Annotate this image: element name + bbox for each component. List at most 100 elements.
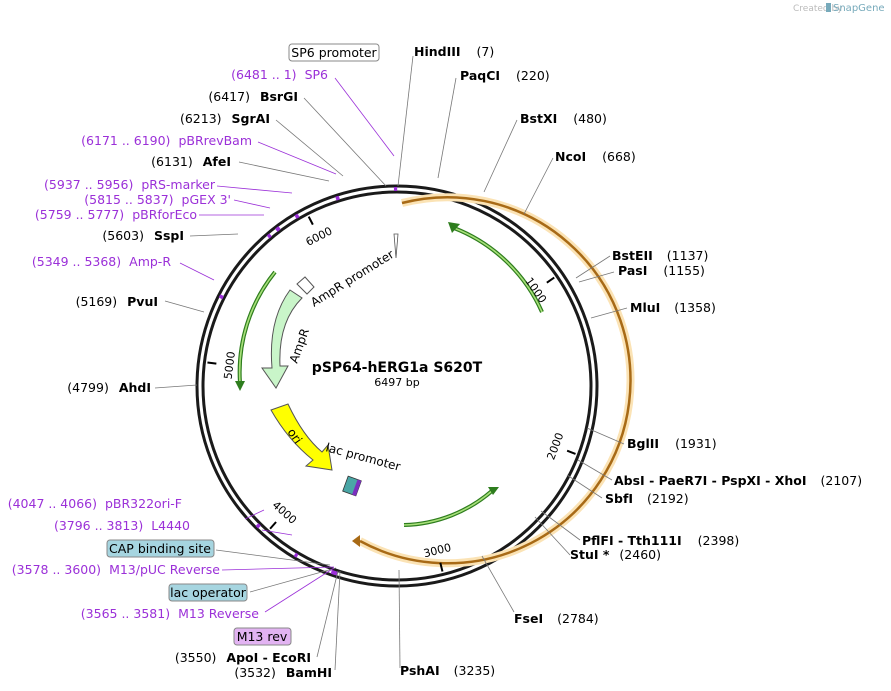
svg-text:(3565 .. 3581)M13 Reverse: (3565 .. 3581)M13 Reverse <box>81 606 259 621</box>
primer-l4440[interactable]: L4440 <box>151 518 190 533</box>
enzyme-afei[interactable]: AfeI <box>203 154 231 169</box>
cap-binding-site-label: CAP binding site <box>109 541 211 556</box>
tick-label: 4000 <box>270 499 300 527</box>
plasmid-size: 6497 bp <box>374 376 419 389</box>
tick-label: 5000 <box>222 351 238 380</box>
svg-text:(3532)BamHI: (3532)BamHI <box>234 665 332 680</box>
primer-mark <box>335 195 340 201</box>
primer-pbrforeco[interactable]: pBRforEco <box>132 207 197 222</box>
ampr-arrow <box>261 289 303 389</box>
enzyme-bsrgi[interactable]: BsrGI <box>260 89 298 104</box>
svg-text:(5169)PvuI: (5169)PvuI <box>76 294 158 309</box>
enzyme-paqci[interactable]: PaqCI <box>460 68 500 83</box>
tick-mark <box>439 562 444 572</box>
svg-text:HindIII(7): HindIII(7) <box>414 44 494 59</box>
tick-mark <box>566 449 576 455</box>
enzyme-bstxi[interactable]: BstXI <box>520 111 557 126</box>
enzyme-mlui[interactable]: MluI <box>630 300 660 315</box>
lac-promoter-label: lac promoter <box>324 440 402 473</box>
m13-rev-box[interactable] <box>233 627 292 646</box>
tick-mark <box>307 216 314 226</box>
primer-sp6[interactable]: SP6 <box>305 67 328 82</box>
svg-text:(5603)SspI: (5603)SspI <box>102 228 184 243</box>
enzyme-bamhi[interactable]: BamHI <box>286 665 332 680</box>
ampr-label: AmpR <box>287 327 312 365</box>
primer-marks <box>218 186 398 576</box>
primer-mark <box>330 569 336 575</box>
leader-lines <box>154 55 628 671</box>
lac-operator-box[interactable] <box>168 583 248 602</box>
svg-text:(5759 .. 5777)pBRforEco: (5759 .. 5777)pBRforEco <box>35 207 197 222</box>
svg-text:BstXI(480): BstXI(480) <box>520 111 607 126</box>
svg-text:(6171 .. 6190)pBRrevBam: (6171 .. 6190)pBRrevBam <box>81 133 252 148</box>
svg-text:(3796 .. 3813)L4440: (3796 .. 3813)L4440 <box>54 518 190 533</box>
svg-text:FseI(2784): FseI(2784) <box>514 611 599 626</box>
sp6-promoter-shape <box>393 233 399 259</box>
svg-text:(6213)SgrAI: (6213)SgrAI <box>180 111 270 126</box>
tick-label: 3000 <box>422 541 452 560</box>
tick-mark <box>546 276 555 284</box>
tick-label: 1000 <box>522 275 549 305</box>
enzyme-pshai[interactable]: PshAI <box>400 663 440 678</box>
enzyme-pvui[interactable]: PvuI <box>127 294 158 309</box>
enzyme-bsteii[interactable]: BstEII <box>612 248 653 263</box>
enzyme-absi-group[interactable]: AbsI - PaeR7I - PspXI - XhoI <box>614 473 807 488</box>
svg-text:(5937 .. 5956)pRS-marker: (5937 .. 5956)pRS-marker <box>44 177 216 192</box>
orf-arrow-3-fill <box>238 271 276 384</box>
primer-mark <box>294 213 300 219</box>
insert-arrowhead <box>352 535 360 547</box>
primer-prs-marker[interactable]: pRS-marker <box>141 177 216 192</box>
primer-mark <box>266 233 272 239</box>
tick-mark <box>269 521 277 530</box>
enzyme-bglii[interactable]: BglII <box>627 436 659 451</box>
enzyme-sgrai[interactable]: SgrAI <box>232 111 270 126</box>
snapgene-logo-icon <box>826 3 831 12</box>
ampr-promoter-label: AmpR promoter <box>308 247 396 309</box>
primer-pbr322ori-f[interactable]: pBR322ori-F <box>105 496 182 511</box>
enzyme-labels-right: HindIII(7) PaqCI(220) BstXI(480) NcoI(66… <box>400 44 862 678</box>
primer-pgex3[interactable]: pGEX 3' <box>182 192 231 207</box>
enzyme-hindiii[interactable]: HindIII <box>414 44 461 59</box>
svg-text:BglII(1931): BglII(1931) <box>627 436 717 451</box>
primer-mark <box>275 226 281 232</box>
primer-pbrrevbam[interactable]: pBRrevBam <box>178 133 252 148</box>
svg-text:(4047 .. 4066)pBR322ori-F: (4047 .. 4066)pBR322ori-F <box>8 496 182 511</box>
enzyme-labels-left: (6417)BsrGI (6213)SgrAI (6131)AfeI (5603… <box>67 89 332 680</box>
backbone-inner-ring <box>201 190 593 582</box>
enzyme-fsei[interactable]: FseI <box>514 611 543 626</box>
orf-arrow-3 <box>237 270 277 384</box>
enzyme-sspi[interactable]: SspI <box>154 228 184 243</box>
svg-text:AbsI - PaeR7I - PspXI - XhoI(2: AbsI - PaeR7I - PspXI - XhoI(2107) <box>614 473 862 488</box>
tick-mark <box>207 361 217 365</box>
svg-text:NcoI(668): NcoI(668) <box>555 149 636 164</box>
enzyme-stui[interactable]: StuI * <box>570 547 610 562</box>
primer-mark <box>293 552 299 558</box>
svg-text:PshAI(3235): PshAI(3235) <box>400 663 495 678</box>
primer-amp-r[interactable]: Amp-R <box>129 254 171 269</box>
svg-text:(5815 .. 5837)pGEX 3': (5815 .. 5837)pGEX 3' <box>84 192 231 207</box>
lac-operator-label: lac operator <box>170 585 247 600</box>
primer-leader-lines <box>179 77 395 613</box>
svg-text:SbfI(2192): SbfI(2192) <box>605 491 689 506</box>
primer-m13-reverse[interactable]: M13 Reverse <box>178 606 259 621</box>
svg-text:(4799)AhdI: (4799)AhdI <box>67 380 151 395</box>
svg-text:(3550)ApoI - EcoRI: (3550)ApoI - EcoRI <box>175 650 311 665</box>
enzyme-apoi-ecori[interactable]: ApoI - EcoRI <box>226 650 311 665</box>
enzyme-sbfi[interactable]: SbfI <box>605 491 633 506</box>
cap-binding-site-box[interactable] <box>106 539 215 558</box>
enzyme-pasi[interactable]: PasI <box>618 263 647 278</box>
enzyme-ncoi[interactable]: NcoI <box>555 149 586 164</box>
primer-m13-puc-reverse[interactable]: M13/pUC Reverse <box>109 562 220 577</box>
tick-label: 2000 <box>544 431 566 462</box>
svg-text:PflFI - Tth111I(2398): PflFI - Tth111I(2398) <box>582 533 739 548</box>
enzyme-pflfi-group[interactable]: PflFI - Tth111I <box>582 533 682 548</box>
sp6-promoter-box[interactable] <box>288 43 380 62</box>
svg-text:MluI(1358): MluI(1358) <box>630 300 716 315</box>
ori-arrow <box>270 403 333 471</box>
svg-text:(6417)BsrGI: (6417)BsrGI <box>208 89 298 104</box>
svg-text:(5349 .. 5368)Amp-R: (5349 .. 5368)Amp-R <box>32 254 171 269</box>
svg-text:PaqCI(220): PaqCI(220) <box>460 68 550 83</box>
enzyme-ahdi[interactable]: AhdI <box>119 380 151 395</box>
backbone-outer-ring <box>195 184 599 588</box>
snapgene-logo: SnapGene <box>833 3 885 14</box>
